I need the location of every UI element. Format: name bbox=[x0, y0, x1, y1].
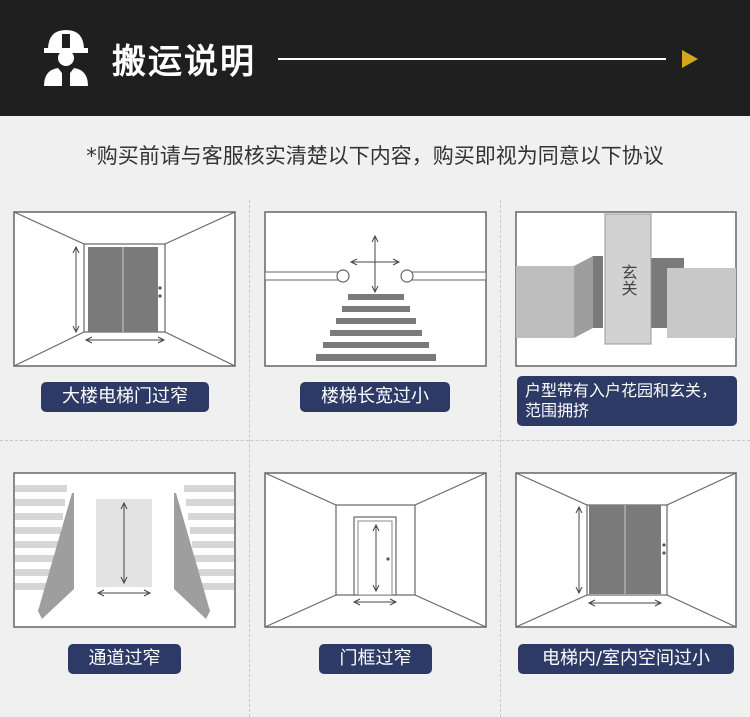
header-divider bbox=[278, 58, 666, 60]
play-arrow-icon bbox=[682, 50, 698, 68]
entrance-hall-text: 玄关 bbox=[619, 264, 638, 296]
worker-helmet-icon bbox=[44, 30, 88, 86]
cell-label: 户型带有入户花园和玄关，范围拥挤 bbox=[517, 376, 737, 426]
elevator-door-icon bbox=[13, 211, 236, 367]
page-title: 搬运说明 bbox=[112, 42, 256, 82]
elevator-interior-icon bbox=[515, 472, 737, 628]
narrow-passage-icon bbox=[13, 472, 236, 628]
cell-elevator-interior: 电梯内/室内空间过小 bbox=[501, 461, 750, 717]
cell-label: 楼梯长宽过小 bbox=[300, 382, 450, 412]
entrance-hall-icon: 玄关 bbox=[515, 211, 737, 367]
cell-entrance-hall: 玄关 户型带有入户花园和玄关，范围拥挤 bbox=[501, 200, 750, 440]
cell-label: 电梯内/室内空间过小 bbox=[518, 644, 734, 674]
grid-divider-vertical bbox=[500, 200, 501, 717]
cell-door-frame: 门框过窄 bbox=[250, 461, 500, 717]
cell-label: 大楼电梯门过窄 bbox=[41, 382, 209, 412]
stairs-icon bbox=[264, 211, 487, 367]
notice-text: *购买前请与客服核实清楚以下内容，购买即视为同意以下协议 bbox=[86, 144, 664, 168]
cell-label: 通道过窄 bbox=[68, 644, 181, 674]
grid-divider-vertical bbox=[249, 200, 250, 717]
grid-divider-horizontal bbox=[0, 440, 750, 441]
header-bar: 搬运说明 bbox=[0, 0, 750, 116]
cell-elevator-door: 大楼电梯门过窄 bbox=[0, 200, 249, 440]
cell-stairs: 楼梯长宽过小 bbox=[250, 200, 500, 440]
cell-label: 门框过窄 bbox=[319, 644, 432, 674]
cell-narrow-passage: 通道过窄 bbox=[0, 461, 249, 717]
door-frame-icon bbox=[264, 472, 487, 628]
